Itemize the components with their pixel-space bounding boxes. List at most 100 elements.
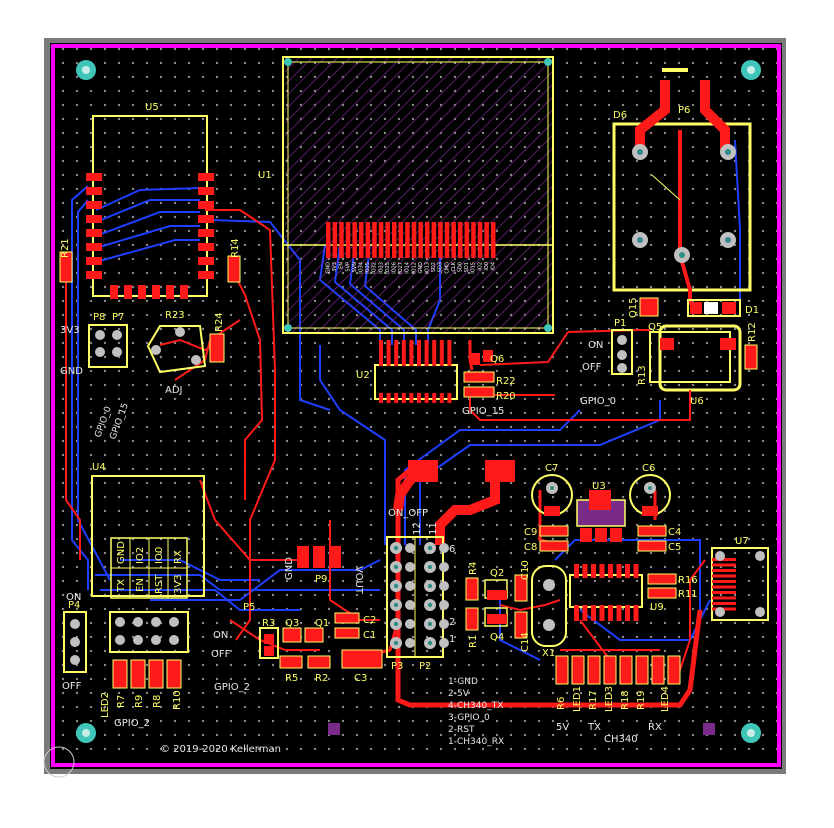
r24-res	[209, 333, 225, 363]
u2-pad	[394, 393, 399, 403]
refdes-r4: R4	[468, 562, 479, 575]
refdes-c9: C9	[524, 527, 537, 538]
refdes-r9: R9	[134, 695, 145, 708]
u2-pad	[439, 340, 444, 366]
refdes-c8: C8	[524, 542, 537, 553]
refdes-q6: Q6	[490, 354, 504, 365]
u2-pad	[417, 340, 421, 366]
refdes-led4: LED4	[660, 686, 671, 712]
header-pin	[439, 581, 449, 591]
pin-legend-line: 3-GPIO_0	[448, 713, 490, 723]
u2-pad	[424, 393, 429, 403]
u1-pad	[372, 222, 377, 258]
u2-pad	[386, 340, 391, 366]
label-gpio0-p1: GPIO_0	[580, 396, 616, 407]
u9-pad	[625, 564, 630, 578]
refdes-r10: R10	[172, 690, 183, 710]
u1-pin-label: IO32	[372, 262, 378, 274]
u1-pad	[365, 222, 371, 258]
u1-pad	[345, 222, 351, 258]
r14-res	[227, 255, 241, 283]
refdes-r22: R22	[496, 376, 516, 387]
u2-pad	[447, 393, 452, 403]
u2-pad	[432, 393, 437, 403]
u1-pin-label: IO2	[477, 262, 483, 271]
refdes-r5: R5	[285, 673, 298, 684]
u1-pad	[451, 222, 456, 258]
u9-pad	[633, 605, 639, 621]
header-pin	[405, 562, 415, 572]
refdes-r23: R23	[165, 310, 185, 321]
u1-pin-label: SVN	[352, 262, 358, 273]
x1-crystal	[531, 565, 567, 647]
u9-pad	[625, 605, 630, 621]
header-pin	[405, 638, 415, 648]
pin-legend-line: 1-CH340_RX	[448, 737, 504, 747]
u1-pin-label: IO26	[392, 262, 398, 274]
u1-pad	[464, 222, 470, 258]
u1-pin-label: IO35	[365, 262, 371, 274]
u1-pad	[444, 222, 450, 258]
refdes-p2: P2	[419, 661, 431, 672]
u1-pin-label: IO4	[491, 262, 497, 271]
u2-pad	[379, 340, 383, 366]
label-on-p4: ON	[66, 592, 81, 603]
u1-pin-label: IO13	[425, 262, 431, 274]
refdes-d6: D6	[613, 110, 627, 121]
led-bank	[555, 655, 681, 685]
refdes-p7: P7	[112, 312, 124, 323]
label-on-p1: ON	[588, 340, 603, 351]
c7-cap	[531, 474, 573, 516]
switch-pad	[485, 460, 515, 482]
led-resistor-pad	[555, 655, 569, 685]
u2-pad	[394, 340, 399, 366]
u1-pin-label: IO14	[405, 262, 411, 274]
u7-pad	[712, 596, 736, 600]
header-pin	[439, 638, 449, 648]
label-pin11: 11	[428, 522, 439, 535]
header-pin-hole	[427, 621, 433, 627]
u1-pad	[477, 222, 483, 258]
refdes-r18: R18	[620, 690, 631, 710]
refdes-p4: P4	[68, 600, 80, 611]
u1-pad	[405, 222, 410, 258]
refdes-u9: U9	[650, 602, 664, 613]
u7-pad	[712, 602, 736, 605]
led-bank-left	[112, 659, 182, 689]
header-pin	[405, 619, 415, 629]
refdes-c14: C14	[520, 632, 531, 652]
u4-label-3v3: 3V3	[173, 574, 184, 594]
u4-label-tx: TX	[116, 579, 127, 593]
u1-pad	[378, 222, 384, 258]
mount-holes	[43, 60, 761, 778]
header-pin-hole	[393, 545, 399, 551]
u1-pin-label: IO0	[484, 262, 490, 271]
power-jack	[612, 68, 752, 305]
header-pin	[405, 600, 415, 610]
refdes-r13: R13	[637, 365, 648, 385]
label-ch340: CH340	[604, 734, 638, 745]
pin-legend-line: 4-CH340_TX	[448, 701, 503, 711]
u1-pad	[392, 222, 397, 258]
refdes-c3: C3	[354, 673, 367, 684]
q2-q4-group	[465, 574, 528, 639]
label-gpio2-a: GPIO_2	[214, 682, 250, 693]
led-resistor-pad	[571, 655, 585, 685]
label-pin6: 6	[449, 544, 455, 555]
u7-pad	[712, 569, 736, 572]
u3-regulator	[576, 490, 626, 542]
refdes-u4: U4	[92, 462, 106, 473]
refdes-c5: C5	[668, 542, 681, 553]
u1-pad	[411, 222, 417, 258]
u2-ic	[374, 340, 458, 403]
label-off-p1: OFF	[582, 362, 602, 373]
label-5v: 5V	[556, 722, 569, 733]
u9-ch340	[569, 564, 643, 621]
refdes-q4: Q4	[490, 632, 504, 643]
refdes-r21: R21	[60, 238, 71, 258]
header-pin	[439, 543, 449, 553]
u1-pad	[398, 222, 404, 258]
header-pin-hole	[427, 583, 433, 589]
refdes-c2: C2	[363, 615, 376, 626]
